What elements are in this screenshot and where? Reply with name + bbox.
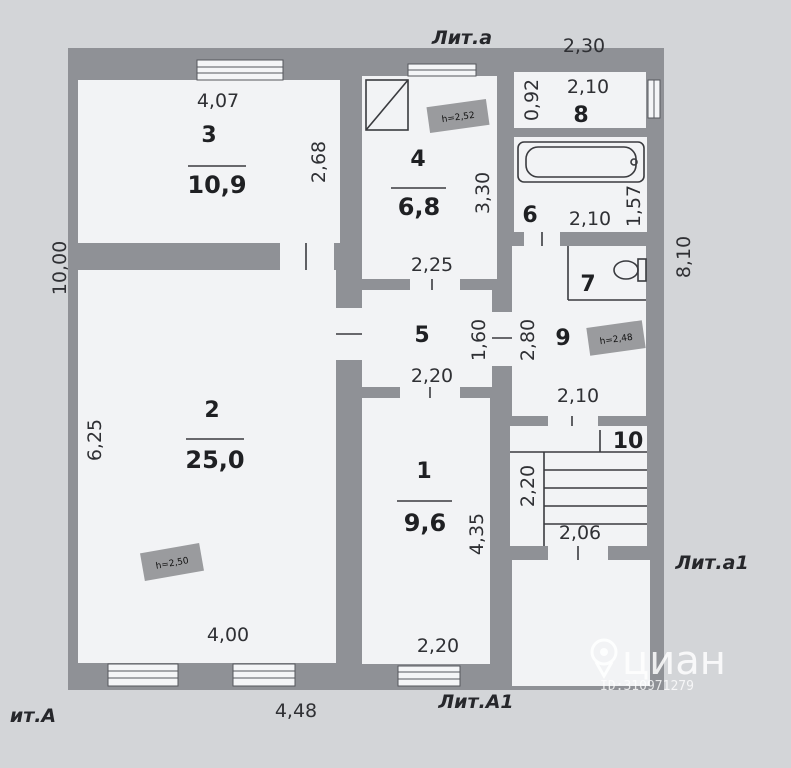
- label-lit-a1-ext: Лит.а1: [674, 552, 748, 574]
- dim-left-lower-height: 6,25: [84, 419, 106, 461]
- window-bottom-room-1: [397, 665, 461, 687]
- room-10-number: 10: [613, 429, 644, 454]
- room-5-number: 5: [414, 323, 429, 348]
- dim-room-9-length: 2,80: [517, 319, 539, 361]
- toilet-tank: [637, 258, 647, 282]
- room-7: [568, 246, 646, 300]
- door-room-9-10: [548, 416, 598, 426]
- dim-room-6-width: 2,10: [569, 208, 611, 230]
- label-lit-a-main: ит.А: [10, 705, 56, 727]
- dim-room-3-length: 2,68: [308, 141, 330, 183]
- location-pin-icon: [590, 638, 618, 680]
- window-right-room-8: [647, 79, 661, 119]
- room-1-number: 1: [416, 459, 431, 484]
- watermark-brand: циан: [622, 638, 726, 684]
- room-3: [78, 80, 340, 243]
- window-top-room-3: [196, 59, 284, 81]
- dim-room-9-width: 2,10: [557, 385, 599, 407]
- cian-watermark: циан ID:310971279: [590, 638, 726, 694]
- room-1-area: 9,6: [404, 509, 447, 537]
- room-3-number: 3: [201, 123, 216, 148]
- room-8-number: 8: [573, 103, 588, 128]
- height-tag-room-4: h=2,52: [426, 98, 490, 134]
- door-room-5-9: [492, 312, 512, 366]
- height-tag-room-9: h=2,48: [586, 320, 646, 356]
- stairs-icon: [365, 79, 409, 131]
- room-4-area: 6,8: [398, 193, 441, 221]
- dim-room-10-width: 2,06: [559, 522, 601, 544]
- veranda-floor: [512, 560, 650, 686]
- dim-room-10-length: 2,20: [517, 465, 539, 507]
- label-lit-a1-main: Лит.А1: [437, 691, 513, 713]
- dim-room-5-length: 1,60: [468, 319, 490, 361]
- window-bottom-room-2b: [232, 663, 296, 687]
- dim-room-8-width: 2,10: [567, 76, 609, 98]
- room-6: [514, 137, 647, 232]
- staircase-icon: [510, 430, 647, 546]
- room-7-number: 7: [580, 272, 595, 297]
- room-2: [78, 270, 336, 663]
- room-1: [362, 398, 490, 664]
- room-6-number: 6: [522, 203, 537, 228]
- room-8: [514, 72, 646, 128]
- door-room-4-5: [410, 279, 460, 290]
- room-2-number: 2: [204, 398, 219, 423]
- watermark-id: ID:310971279: [600, 679, 694, 694]
- label-lit-a: Лит.а: [431, 27, 492, 49]
- dim-room-3-width: 4,07: [197, 90, 239, 112]
- window-top-room-4: [407, 63, 477, 77]
- svg-text:h=2,52: h=2,52: [441, 111, 475, 126]
- dim-room-4-length: 3,30: [472, 172, 494, 214]
- svg-text:h=2,48: h=2,48: [599, 333, 634, 348]
- dim-room-1-width: 2,20: [417, 635, 459, 657]
- dim-total-height-left: 10,00: [49, 241, 71, 295]
- dim-room-2-width: 4,00: [207, 624, 249, 646]
- dim-total-width-bottom: 4,48: [275, 700, 317, 722]
- room-9-number: 9: [555, 326, 570, 351]
- dim-room-8-length: 0,92: [521, 79, 543, 121]
- dim-right-height: 8,10: [673, 236, 695, 278]
- window-bottom-room-2a: [107, 663, 179, 687]
- room-2-area: 25,0: [185, 446, 244, 474]
- dim-room-4-width: 2,25: [411, 254, 453, 276]
- door-room-3-2: [280, 243, 334, 270]
- dim-room-6-length: 1,57: [623, 185, 645, 227]
- room-5: [362, 290, 492, 387]
- height-tag-room-2: h=2,50: [140, 543, 204, 581]
- dim-room-5-width: 2,20: [411, 365, 453, 387]
- bathtub-icon: [517, 141, 645, 183]
- room-4-number: 4: [410, 147, 425, 172]
- room-3-area: 10,9: [187, 171, 246, 199]
- room-10: [510, 426, 647, 546]
- dim-top-right-width: 2,30: [563, 35, 605, 57]
- dim-room-1-length: 4,35: [466, 513, 488, 555]
